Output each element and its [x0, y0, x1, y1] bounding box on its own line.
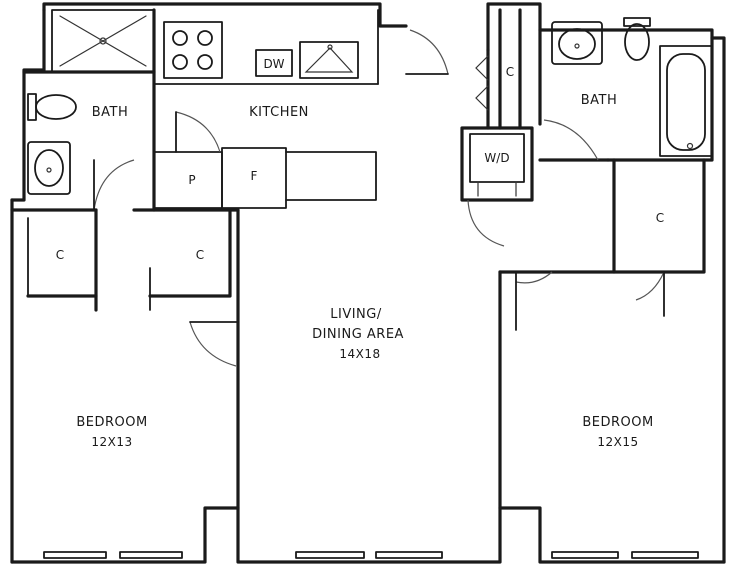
sink-icon: [27, 141, 71, 195]
label-washer-dryer: W/D: [484, 151, 509, 165]
label-closet-left1: C: [56, 248, 64, 262]
label-bath-left: BATH: [92, 105, 129, 120]
toilet-icon: [27, 93, 77, 121]
dishwasher-icon: [255, 49, 293, 77]
bathtub-icon: [659, 45, 713, 157]
left-closets: [26, 208, 240, 510]
label-bedroom-right-size: 12X15: [597, 435, 638, 449]
outer-walls: [10, 2, 726, 564]
label-dishwasher: DW: [263, 57, 284, 71]
right-bath: [538, 17, 714, 162]
kitchen-sink-icon: [299, 41, 359, 79]
hall-closet: [475, 8, 522, 130]
windows: [43, 551, 699, 559]
label-bedroom-left: BEDROOM: [76, 415, 147, 430]
left-bath: [10, 8, 240, 212]
washer-dryer: [460, 126, 534, 247]
right-closet: [498, 158, 706, 510]
label-bedroom-left-size: 12X13: [91, 435, 132, 449]
label-bedroom-right: BEDROOM: [582, 415, 653, 430]
label-closet-hall: C: [506, 65, 514, 79]
label-closet-left2: C: [196, 248, 204, 262]
stove-icon: [163, 21, 223, 79]
label-living-size: 14X18: [339, 347, 380, 361]
label-living-line1: LIVING/: [330, 307, 382, 322]
label-bath-right: BATH: [581, 93, 618, 108]
label-kitchen: KITCHEN: [249, 105, 309, 120]
sink-icon: [551, 21, 603, 65]
label-closet-right: C: [656, 211, 664, 225]
label-living-line2: DINING AREA: [312, 327, 404, 342]
toilet-icon: [623, 17, 651, 61]
label-fridge: F: [251, 169, 258, 183]
kitchen: [153, 9, 449, 209]
fridge-outline: [221, 147, 287, 209]
label-pantry: P: [188, 173, 195, 187]
